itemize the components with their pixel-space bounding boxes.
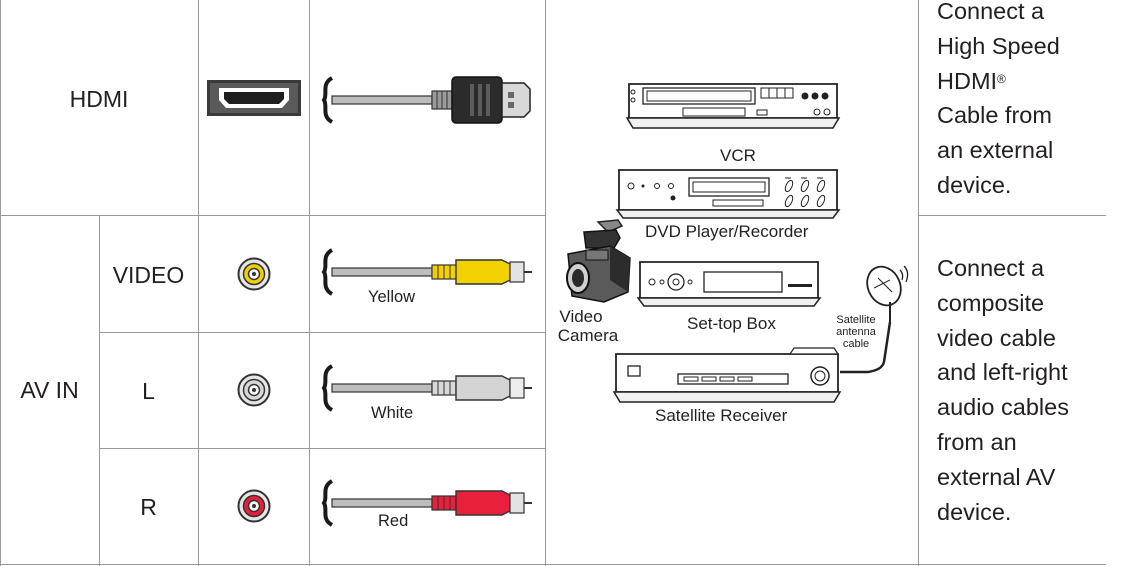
av-desc-line: composite xyxy=(937,289,1045,316)
red-cable-icon xyxy=(321,479,532,527)
antenna-label-line2: antenna xyxy=(836,326,876,338)
hdmi-desc-line: Connect a xyxy=(937,0,1045,24)
set-top-box-label: Set-top Box xyxy=(687,314,776,333)
left-audio-jack-icon xyxy=(237,373,271,407)
red-cable-label: Red xyxy=(378,512,409,530)
vcr-label: VCR xyxy=(720,146,756,165)
grid-line xyxy=(309,0,310,566)
set-top-box-icon xyxy=(636,261,822,307)
av-desc-line: from an xyxy=(937,428,1017,455)
camera-label-line1: Video xyxy=(559,307,603,326)
grid-line xyxy=(99,448,545,449)
grid-line xyxy=(0,0,1,566)
yellow-cable-label: Yellow xyxy=(368,288,416,306)
right-audio-label: R xyxy=(140,494,157,520)
av-desc-line: Connect a xyxy=(937,255,1045,281)
grid-line xyxy=(918,0,919,566)
hdmi-desc-line: an external xyxy=(937,137,1054,164)
yellow-cable-icon xyxy=(321,248,532,296)
grid-line xyxy=(99,215,100,566)
white-cable-label: White xyxy=(371,404,414,422)
left-audio-label: L xyxy=(142,378,155,404)
antenna-label-line3: cable xyxy=(842,338,870,350)
hdmi-description: Connect a High Speed HDMI® Cable from an… xyxy=(937,0,1060,203)
grid-line xyxy=(0,215,545,216)
vcr-icon xyxy=(625,83,841,129)
video-jack-icon xyxy=(237,257,271,291)
grid-line xyxy=(198,0,199,566)
dvd-player-icon xyxy=(615,169,841,219)
video-label: VIDEO xyxy=(112,262,185,288)
hdmi-cable-icon xyxy=(321,76,531,124)
av-desc-line: audio cables xyxy=(937,394,1069,421)
hdmi-desc-text: HDMI xyxy=(937,67,998,94)
camera-label-line2: Camera xyxy=(557,326,619,345)
antenna-label-line1: Satellite xyxy=(836,314,876,326)
hdmi-port-icon xyxy=(207,80,301,116)
satellite-receiver-label: Satellite Receiver xyxy=(655,406,788,425)
grid-line xyxy=(99,332,545,333)
registered-mark: ® xyxy=(997,71,1006,86)
grid-line xyxy=(0,564,1106,565)
av-desc-line: and left-right xyxy=(937,359,1068,386)
av-desc-line: video cable xyxy=(937,324,1056,351)
hdmi-desc-line: High Speed xyxy=(937,32,1060,59)
white-cable-icon xyxy=(321,364,532,412)
av-desc-line: external AV xyxy=(937,463,1056,490)
hdmi-label: HDMI xyxy=(69,86,129,112)
video-camera-icon xyxy=(566,219,631,303)
av-in-label: AV IN xyxy=(20,377,79,403)
grid-line xyxy=(918,215,1106,216)
hdmi-desc-line: Cable from xyxy=(937,102,1052,129)
hdmi-desc-line: device. xyxy=(937,171,1012,198)
satellite-dish-icon xyxy=(840,265,909,374)
av-desc-line: device. xyxy=(937,498,1012,525)
right-audio-jack-icon xyxy=(237,489,271,523)
grid-line xyxy=(545,0,546,566)
satellite-receiver-icon xyxy=(612,347,842,403)
av-description: Connect a composite video cable and left… xyxy=(937,251,1069,529)
hdmi-desc-line: HDMI® xyxy=(937,64,1060,99)
dvd-label: DVD Player/Recorder xyxy=(645,222,809,241)
